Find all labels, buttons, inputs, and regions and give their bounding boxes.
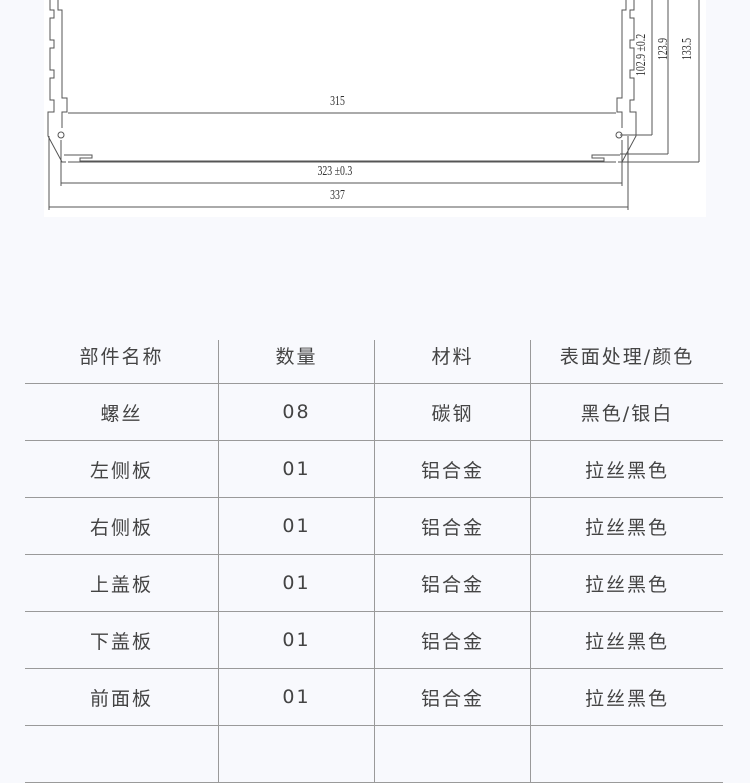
cell-quantity: 01 [218,440,375,498]
dim-inner-width: 315 [330,94,345,109]
table-row: 螺丝 08 碳钢 黑色/银白 [25,383,723,441]
cell-part-name: 螺丝 [25,383,219,441]
cell-quantity: 08 [218,383,375,441]
header-part-name: 部件名称 [25,340,219,384]
cell-finish: 拉丝黑色 [530,611,723,669]
dim-height-3: 133.5 [680,37,695,60]
cell-finish: 黑色/银白 [530,383,723,441]
dim-outer-width: 337 [330,188,345,203]
table-row: 右侧板 01 铝合金 拉丝黑色 [25,497,723,555]
cell-finish: 拉丝黑色 [530,668,723,726]
table-row: 前面板 01 铝合金 拉丝黑色 [25,668,723,726]
cell-finish: 拉丝黑色 [530,440,723,498]
dim-mid-width: 323 ±0.3 [317,164,353,179]
cell-material: 碳钢 [374,383,531,441]
cell-quantity: 01 [218,554,375,612]
header-finish: 表面处理/颜色 [530,340,723,384]
header-quantity: 数量 [218,340,375,384]
cell-quantity: 01 [218,668,375,726]
header-material: 材料 [374,340,531,384]
cell-finish: 拉丝黑色 [530,497,723,555]
cell-part-name: 上盖板 [25,554,219,612]
parts-table: 部件名称 数量 材料 表面处理/颜色 螺丝 08 碳钢 黑色/银白 左侧板 01… [25,340,723,783]
table-row: 左侧板 01 铝合金 拉丝黑色 [25,440,723,498]
cell-part-name: 前面板 [25,668,219,726]
cell-finish: 拉丝黑色 [530,554,723,612]
cell-material: 铝合金 [374,554,531,612]
cell-material: 铝合金 [374,440,531,498]
cell-quantity: 01 [218,497,375,555]
cell-part-name: 右侧板 [25,497,219,555]
table-header-row: 部件名称 数量 材料 表面处理/颜色 [25,340,723,384]
profile-outline [47,0,700,210]
cell-material: 铝合金 [374,668,531,726]
cell-material: 铝合金 [374,611,531,669]
dim-height-1: 102.9 ±0.2 [634,33,649,76]
technical-drawing: 315 323 ±0.3 337 102.9 ±0.2 123.9 133.5 [44,0,706,217]
table-row: 上盖板 01 铝合金 拉丝黑色 [25,554,723,612]
cell-part-name: 左侧板 [25,440,219,498]
cell-part-name: 下盖板 [25,611,219,669]
cell-quantity: 01 [218,611,375,669]
cell-material: 铝合金 [374,497,531,555]
dim-height-2: 123.9 [656,37,671,60]
table-row: 下盖板 01 铝合金 拉丝黑色 [25,611,723,669]
table-row [25,725,723,783]
